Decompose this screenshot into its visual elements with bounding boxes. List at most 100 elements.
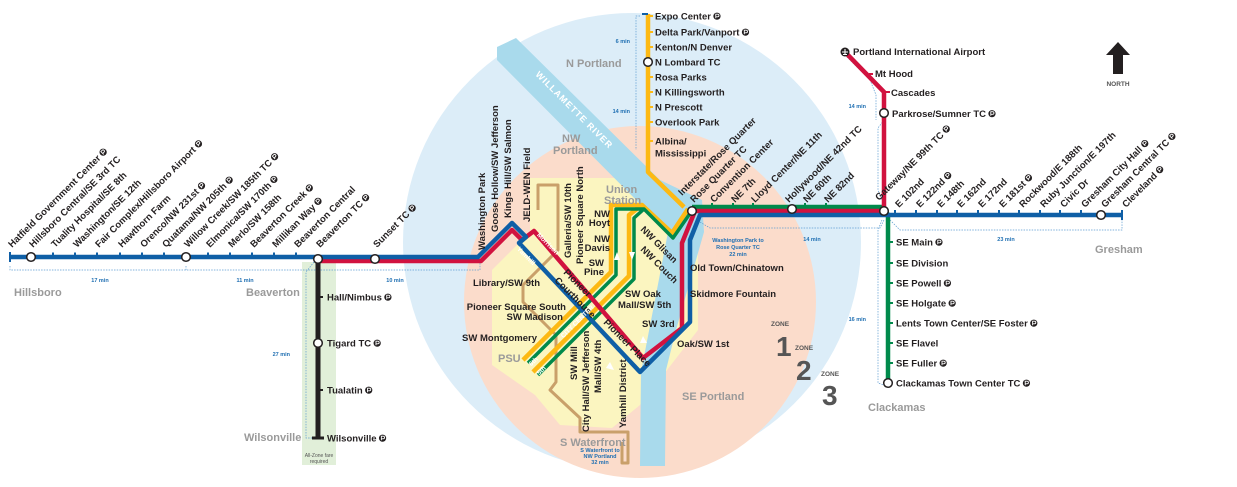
map-label: SE Portland xyxy=(682,391,744,403)
station-label[interactable]: Skidmore Fountain xyxy=(690,289,776,300)
station-label-group[interactable]: JELD-WEN Field xyxy=(522,147,533,222)
station-label[interactable]: Portland International Airport xyxy=(853,47,986,58)
station-label[interactable]: NW xyxy=(594,234,610,245)
transfer-station-marker[interactable] xyxy=(642,56,654,68)
station-label[interactable]: Rosa Parks xyxy=(655,73,707,84)
station-label[interactable]: Albina/ xyxy=(655,137,687,148)
transfer-station-marker[interactable] xyxy=(312,337,324,349)
map-label: ZONE xyxy=(795,345,814,352)
station-label[interactable]: N Killingsworth xyxy=(655,88,725,99)
map-label: Washington Park to xyxy=(712,238,764,244)
station-label-group[interactable]: Washington Park xyxy=(477,172,488,250)
station-label[interactable]: Hoyt xyxy=(589,218,611,229)
station-label[interactable]: SW Madison xyxy=(507,312,564,323)
map-label: NORTH xyxy=(1106,81,1129,88)
station-label[interactable]: Tualatin xyxy=(327,386,363,397)
station-label[interactable]: Delta Park/Vanport xyxy=(655,28,740,39)
map-label: N Portland xyxy=(566,58,622,70)
park-and-ride-icon xyxy=(935,238,943,246)
station-tick xyxy=(141,252,143,257)
station-label[interactable]: City Hall/SW Jefferson xyxy=(581,330,592,432)
station-label[interactable]: Parkrose/Sumner TC xyxy=(892,109,986,120)
station-label[interactable]: Mt Hood xyxy=(875,69,913,80)
park-and-ride-icon xyxy=(408,204,416,212)
station-label[interactable]: N Prescott xyxy=(655,103,703,114)
station-label[interactable]: Wilsonville xyxy=(327,434,377,445)
station-label[interactable]: Kenton/N Denver xyxy=(655,43,732,54)
station-label[interactable]: SW Oak xyxy=(625,289,662,300)
transfer-station-marker[interactable] xyxy=(786,203,798,215)
park-and-ride-icon xyxy=(373,339,381,347)
station-label[interactable]: Expo Center xyxy=(655,12,711,23)
north-arrow-icon xyxy=(1106,42,1130,74)
station-label[interactable]: Washington Park xyxy=(477,172,488,250)
transfer-station-marker[interactable] xyxy=(882,377,894,389)
station-label[interactable]: SW 3rd xyxy=(642,319,675,330)
transfer-station-marker[interactable] xyxy=(369,253,381,265)
station-label[interactable]: SE Flavel xyxy=(896,339,938,350)
station-label[interactable]: Oak/SW 1st xyxy=(677,339,730,350)
station-label[interactable]: Cascades xyxy=(891,88,935,99)
transfer-station-marker[interactable] xyxy=(180,251,192,263)
station-label[interactable]: Yamhill District xyxy=(618,359,629,428)
station-label[interactable]: Davis xyxy=(585,243,610,254)
transfer-station-marker[interactable] xyxy=(25,251,37,263)
park-and-ride-icon xyxy=(314,197,322,205)
station-label[interactable]: N Lombard TC xyxy=(655,58,721,69)
station-label[interactable]: Kings Hill/SW Salmon xyxy=(503,119,514,218)
station-label-group[interactable]: Goose Hollow/SW Jefferson xyxy=(490,105,501,232)
station-label-group[interactable]: Mall/SW 4th xyxy=(593,339,604,393)
station-label[interactable]: SE Division xyxy=(896,259,948,270)
station-label[interactable]: SW Montgomery xyxy=(462,333,538,344)
station-label[interactable]: SE Main xyxy=(896,238,933,249)
station-label[interactable]: Mississippi xyxy=(655,149,706,160)
station-label-group[interactable]: Yamhill District xyxy=(618,359,629,428)
station-tick xyxy=(1080,210,1082,214)
station-label-group[interactable]: Pioneer Square North xyxy=(575,166,586,264)
map-label: 17 min xyxy=(91,278,109,284)
station-label[interactable]: Tigard TC xyxy=(327,339,371,350)
station-label[interactable]: JELD-WEN Field xyxy=(522,147,533,222)
station-label[interactable]: Lents Town Center/SE Foster xyxy=(896,319,1028,330)
station-label-group[interactable]: City Hall/SW Jefferson xyxy=(581,330,592,432)
station-tick xyxy=(1059,210,1061,214)
park-and-ride-icon xyxy=(270,175,278,184)
station-label[interactable]: SW Mill xyxy=(569,346,580,380)
station-tick xyxy=(273,252,275,257)
park-and-ride-icon xyxy=(939,359,947,367)
station-label[interactable]: Pioneer Square South xyxy=(467,302,566,313)
station-label-group[interactable]: Galleria/SW 10th xyxy=(563,183,574,258)
station-label[interactable]: Mall/SW 4th xyxy=(593,339,604,393)
station-label[interactable]: Pioneer Square North xyxy=(575,166,586,264)
station-tick xyxy=(649,140,653,142)
park-and-ride-icon xyxy=(378,434,387,442)
station-label[interactable]: Old Town/Chinatown xyxy=(690,263,784,274)
street-label: 5th xyxy=(536,365,548,377)
station-label-group[interactable]: SW Mill xyxy=(569,346,580,380)
transfer-station-marker[interactable] xyxy=(1095,209,1107,221)
station-label[interactable]: Mall/SW 5th xyxy=(618,300,672,311)
station-label[interactable]: SW xyxy=(589,258,604,269)
station-label[interactable]: Overlook Park xyxy=(655,118,720,129)
street-label-group: 5th xyxy=(536,365,548,377)
station-label[interactable]: SE Holgate xyxy=(896,299,946,310)
station-label[interactable]: NW xyxy=(594,209,610,220)
transfer-station-marker[interactable] xyxy=(686,205,698,217)
station-label[interactable]: Pine xyxy=(584,267,604,278)
station-label-group[interactable]: Kings Hill/SW Salmon xyxy=(503,119,514,218)
station-label[interactable]: SE Powell xyxy=(896,279,941,290)
park-and-ride-icon xyxy=(741,28,750,36)
station-label[interactable]: Clackamas Town Center TC xyxy=(896,379,1021,390)
station-label[interactable]: Hall/Nimbus xyxy=(327,293,382,304)
transfer-station-marker[interactable] xyxy=(878,107,890,119)
station-label[interactable]: Library/SW 9th xyxy=(473,278,540,289)
station-label[interactable]: SE Fuller xyxy=(896,359,937,370)
station-tick xyxy=(229,252,231,257)
station-label[interactable]: Galleria/SW 10th xyxy=(563,183,574,258)
map-label: Rose Quarter TC xyxy=(716,245,760,251)
station-label[interactable]: Goose Hollow/SW Jefferson xyxy=(490,105,501,232)
transfer-station-marker[interactable] xyxy=(312,253,324,265)
transfer-station-marker[interactable] xyxy=(878,205,890,217)
station-tick xyxy=(207,252,209,257)
park-and-ride-icon xyxy=(361,194,370,202)
